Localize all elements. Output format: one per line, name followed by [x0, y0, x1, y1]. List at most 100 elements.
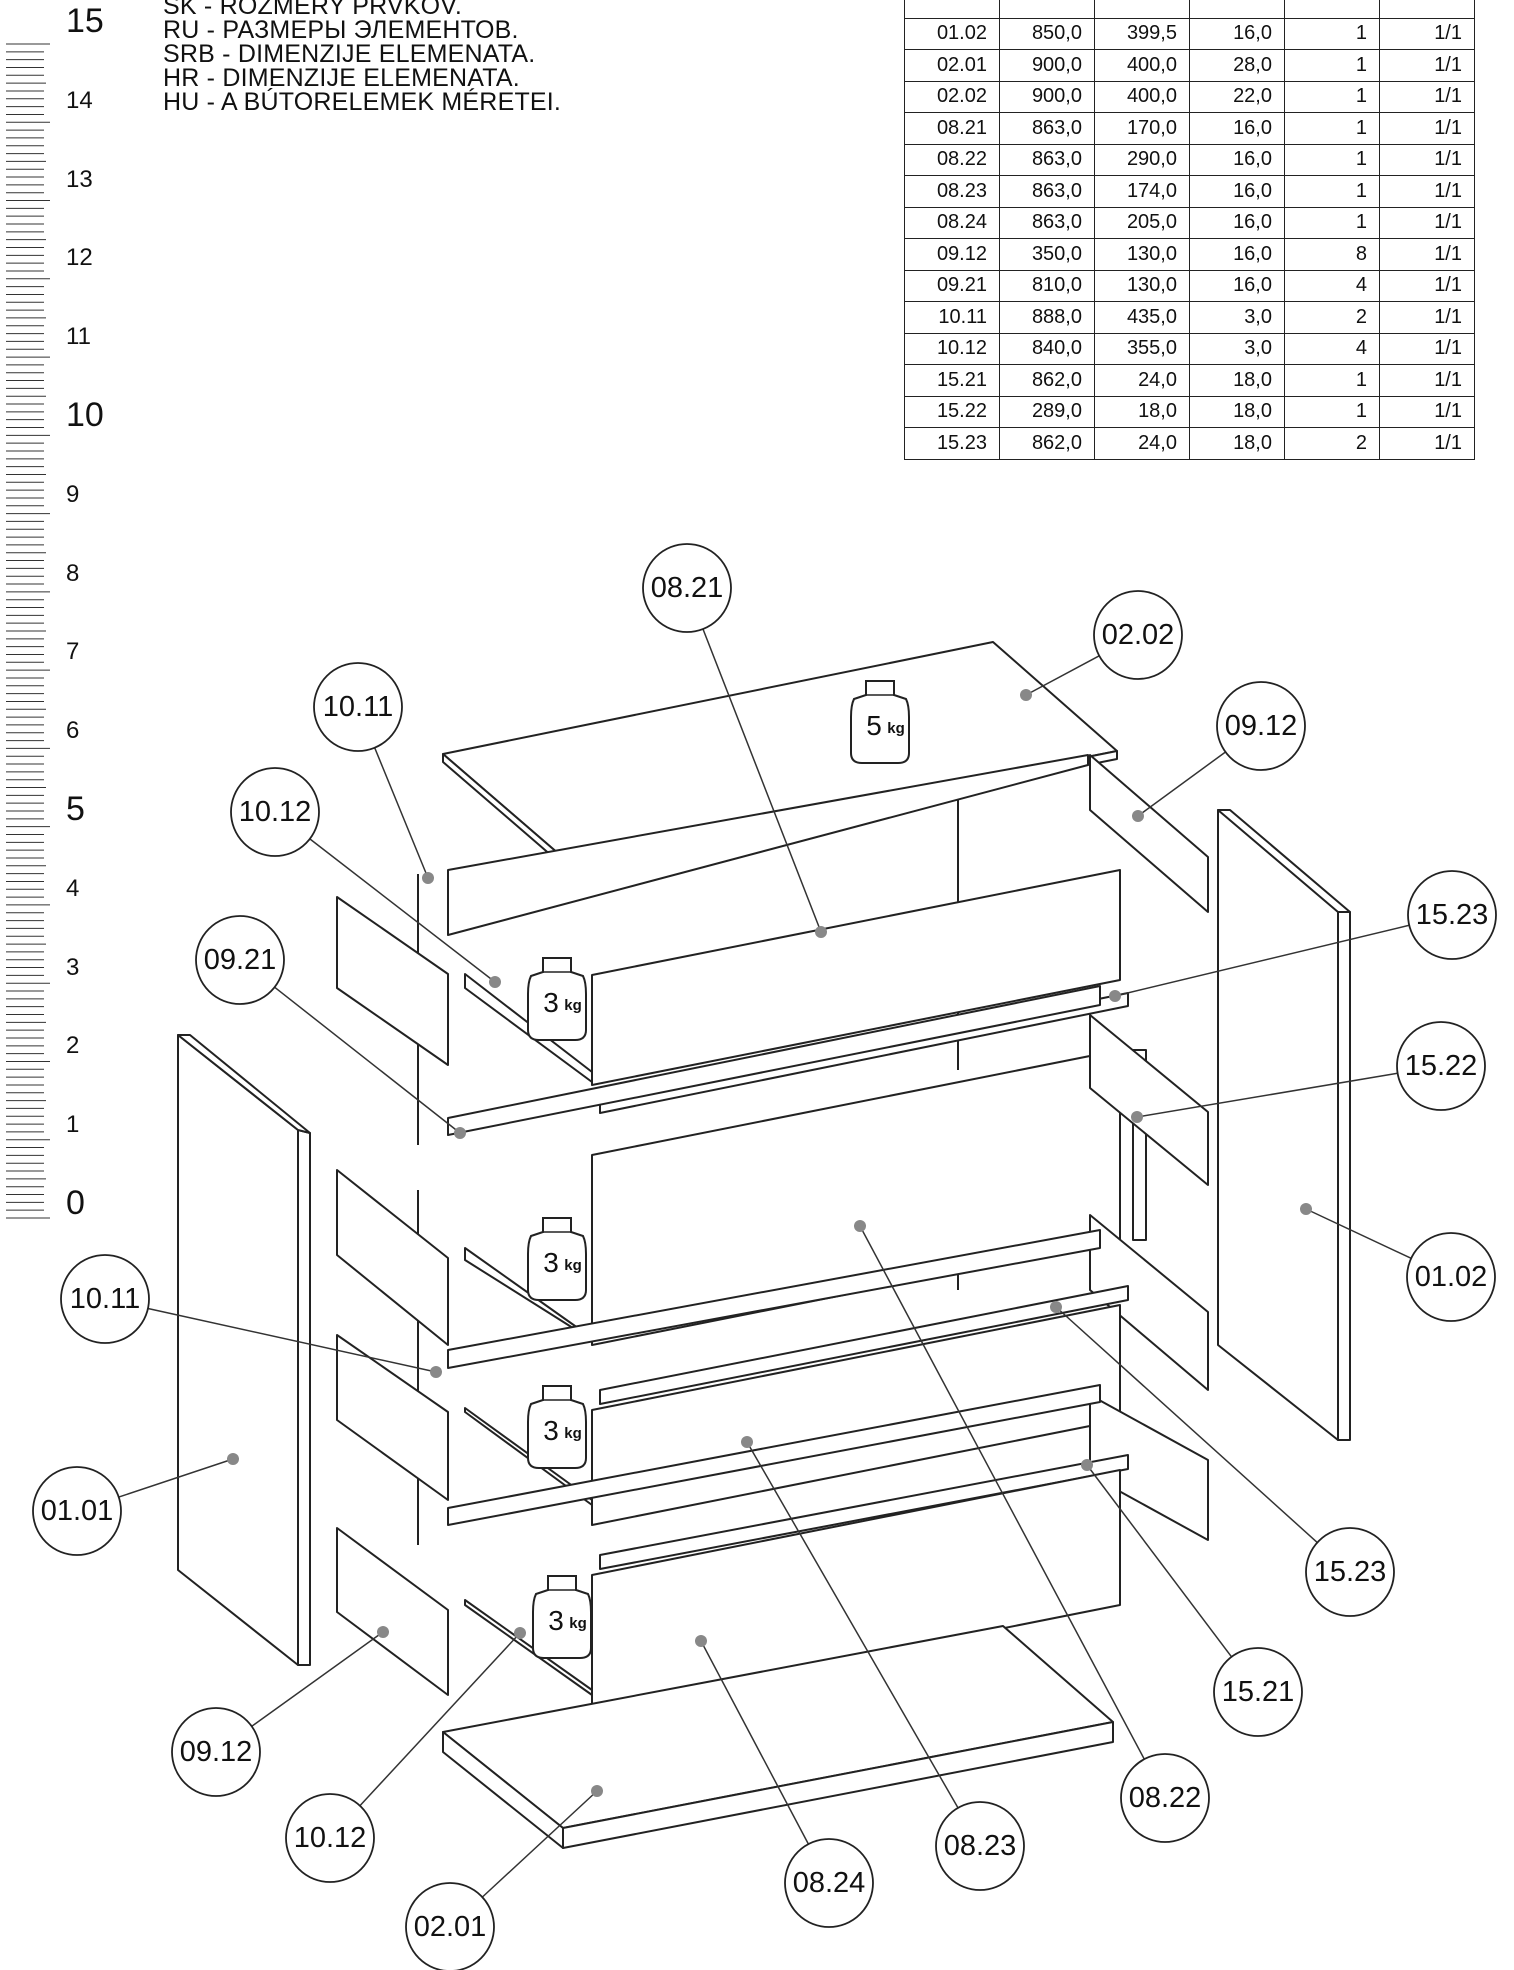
table-cell: 1/1 [1379, 364, 1475, 397]
part-callouts: 08.2102.0210.1109.1210.1215.2309.2115.22… [32, 543, 1497, 1970]
table-cell: 863,0 [999, 206, 1095, 239]
table-cell: 1 [1284, 17, 1380, 50]
ruler-label: 10 [66, 396, 104, 434]
callout-dot [815, 926, 827, 938]
callout-dot [514, 1627, 526, 1639]
callout: 01.02 [1300, 1203, 1496, 1322]
callout: 08.24 [695, 1635, 874, 1928]
table-cell: 01.02 [904, 17, 1000, 50]
callout: 10.12 [285, 1627, 526, 1883]
ruler-label: 5 [66, 790, 85, 828]
ruler-scale [6, 43, 50, 1219]
callout-leader [359, 1632, 521, 1807]
drawer3-back [447, 1384, 1101, 1526]
callout-circle [642, 543, 732, 633]
callout-circle [1396, 1021, 1486, 1111]
table-cell: 1/1 [1379, 395, 1475, 428]
callout-label: 15.22 [1405, 1050, 1478, 1082]
drawer1-front-08-21 [591, 869, 1121, 1086]
table-cell: 400,0 [1094, 49, 1190, 82]
callout-dot [695, 1635, 707, 1647]
rail-15-23-lower [599, 1285, 1129, 1405]
table-cell: 16,0 [1189, 238, 1285, 271]
callout-dot [1300, 1203, 1312, 1215]
callout-circle [1093, 590, 1183, 680]
callout: 10.12 [230, 767, 501, 988]
table-cell: 888,0 [999, 301, 1095, 334]
weight-unit: kg [564, 1425, 582, 1442]
callout-leader [147, 1307, 437, 1373]
callout-dot [454, 1127, 466, 1139]
table-cell: 24,0 [1094, 427, 1190, 460]
ruler-label: 14 [66, 86, 93, 114]
callout-circle [935, 1801, 1025, 1891]
table-cell: 02.01 [904, 49, 1000, 82]
table-cell: 10.11 [904, 301, 1000, 334]
table-cell: 02.02 [904, 80, 1000, 113]
table-cell: 205,0 [1094, 206, 1190, 239]
callout-circle [285, 1793, 375, 1883]
table-cell: 1 [1284, 80, 1380, 113]
weight-marker: 3 kg [527, 1217, 587, 1301]
callout-label: 10.12 [239, 796, 312, 828]
callout-leader [1055, 1306, 1318, 1544]
side-panel-01-01-edge [297, 1129, 311, 1666]
callout-label: 02.02 [1102, 619, 1175, 651]
callout-circle [1213, 1647, 1303, 1737]
weight-unit: kg [564, 997, 582, 1014]
drawer2-left-side [336, 1169, 449, 1346]
weight-unit: kg [564, 1257, 582, 1274]
callout: 09.12 [1132, 681, 1306, 822]
callout-label: 08.23 [944, 1830, 1017, 1862]
callout-circle [1407, 870, 1497, 960]
callout-circle [784, 1838, 874, 1928]
table-cell: 3,0 [1189, 332, 1285, 365]
callout-label: 01.01 [41, 1495, 114, 1527]
callout-leader [251, 1631, 384, 1727]
callout-circle [32, 1466, 122, 1556]
ruler-label: 13 [66, 165, 93, 193]
callout: 15.21 [1081, 1459, 1303, 1737]
table-cell: 22,0 [1189, 80, 1285, 113]
lang-line-srb: SRB - DIMENZIJE ELEMENATA. [163, 40, 536, 68]
callout-dot [422, 872, 434, 884]
table-cell: 15.23 [904, 427, 1000, 460]
drawer-side-09-12-top [1089, 754, 1209, 913]
callout-dot [741, 1436, 753, 1448]
table-cell: 130,0 [1094, 238, 1190, 271]
table-cell: 399,5 [1094, 17, 1190, 50]
callout: 08.23 [741, 1436, 1025, 1891]
ruler-label: 6 [66, 717, 80, 745]
callout-leader [1137, 751, 1226, 817]
weight-value: 5 [866, 710, 882, 741]
callout-circle [1406, 1232, 1496, 1322]
callout-dot [591, 1785, 603, 1797]
table-cell: 1/1 [1379, 17, 1475, 50]
furniture-panels [177, 641, 1351, 1849]
callout: 09.12 [171, 1626, 389, 1797]
table-cell: 1/1 [1379, 175, 1475, 208]
ruler-label: 2 [66, 1032, 80, 1060]
weight-value: 3 [543, 1247, 559, 1278]
callout-label: 09.12 [180, 1736, 253, 1768]
side-panel-01-01-top [177, 1034, 311, 1134]
ruler-label: 11 [66, 323, 91, 351]
callout-circle [405, 1882, 495, 1970]
callout-circle [1216, 681, 1306, 771]
drawer2-right-side-a [1089, 1014, 1209, 1186]
side-panel-01-02-top [1217, 809, 1351, 913]
lang-line-hu: HU - A BÚTORELEMEK MÉRETEI. [163, 88, 562, 116]
callout-dot [1132, 810, 1144, 822]
table-cell: 10.12 [904, 332, 1000, 365]
callout-dot [227, 1453, 239, 1465]
callout-label: 09.21 [204, 944, 277, 976]
callout-circle [195, 915, 285, 1005]
callout: 10.11 [60, 1254, 442, 1378]
callout-label: 09.12 [1225, 710, 1298, 742]
table-cell: 863,0 [999, 112, 1095, 145]
